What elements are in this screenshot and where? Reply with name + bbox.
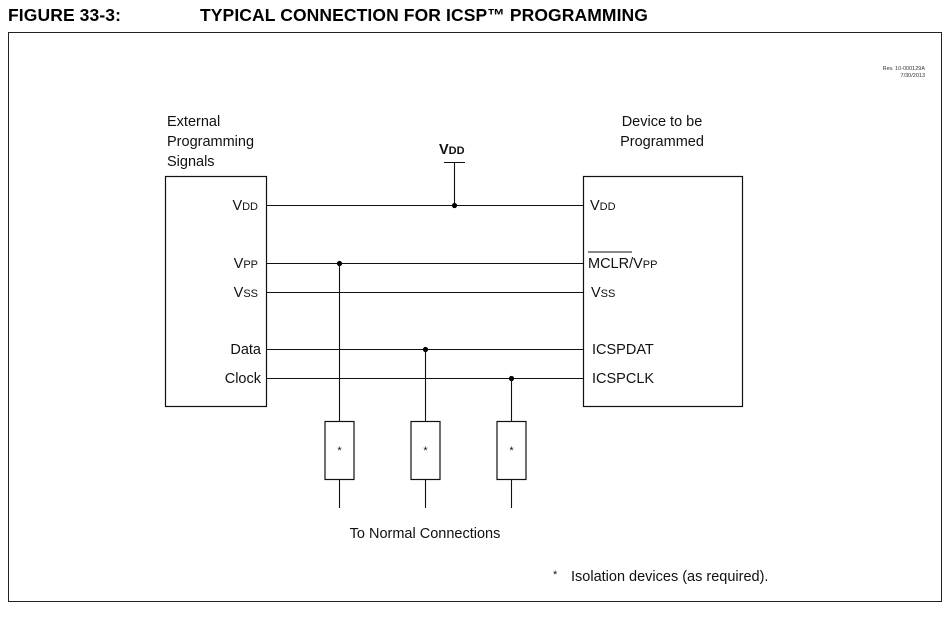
isolation-device-2: [410, 420, 441, 481]
right-heading-line-1: Device to be: [622, 114, 703, 130]
right-heading-line-2: Programmed: [620, 134, 704, 150]
isolation-tap-data: *: [410, 346, 441, 508]
left-pin-vss: VSS: [234, 285, 258, 301]
isolation-marker-2: *: [423, 445, 428, 457]
figure-title: TYPICAL CONNECTION FOR ICSP™ PROGRAMMING: [200, 5, 648, 25]
isolation-tap-clock: *: [496, 375, 527, 508]
figure-frame: [8, 32, 942, 602]
footnote-text: Isolation devices (as required).: [571, 569, 768, 585]
left-pin-clock: Clock: [225, 371, 262, 387]
right-pin-mclr-vpp: MCLR/VPP: [588, 256, 657, 272]
isolation-marker-1: *: [337, 445, 342, 457]
programmer-block: [164, 175, 268, 408]
right-pin-vdd: VDD: [590, 198, 616, 214]
isolation-device-1: [324, 420, 355, 481]
vdd-supply-label: VDD: [439, 142, 465, 158]
isolation-marker-3: *: [509, 445, 514, 457]
right-pin-vss: VSS: [591, 285, 615, 301]
left-heading-line-2: Programming: [167, 134, 254, 150]
isolation-tap-vpp: *: [324, 260, 355, 508]
right-pin-icspdat: ICSPDAT: [592, 342, 654, 358]
left-heading-line-1: External: [167, 114, 220, 130]
revision-id: Rev. 10-000129A: [883, 66, 926, 72]
revision-date: 7/30/2013: [901, 73, 925, 79]
left-heading-line-3: Signals: [167, 154, 215, 170]
right-pin-icspclk: ICSPCLK: [592, 371, 654, 387]
footnote-marker: *: [553, 569, 558, 581]
target-device-block: [582, 175, 744, 408]
vdd-junction-dot: [451, 202, 458, 209]
left-pin-vdd: VDD: [232, 198, 258, 214]
figure-number: FIGURE 33-3:: [8, 5, 122, 25]
isolation-device-3: [496, 420, 527, 481]
normal-connections-label: To Normal Connections: [350, 526, 501, 542]
left-pin-data: Data: [230, 342, 262, 358]
left-pin-vpp: VPP: [234, 256, 258, 272]
